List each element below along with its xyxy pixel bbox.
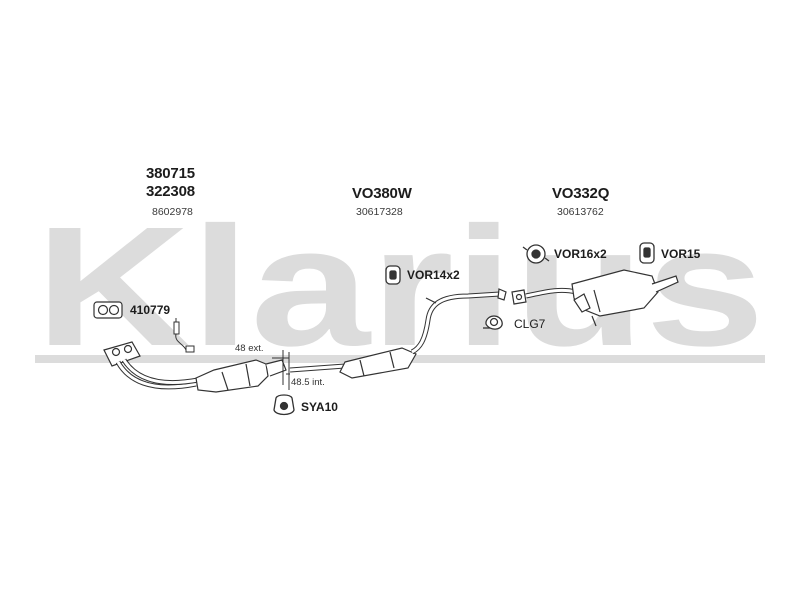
rubber-mount-icon: [522, 244, 550, 264]
middle-oe-number: 30617328: [356, 206, 403, 218]
gasket-icon: [93, 301, 123, 319]
front-part-number-2: 322308: [146, 183, 195, 200]
middle-part-number: VO380W: [352, 185, 412, 202]
joint-dimension-marks: [272, 350, 290, 390]
front-oe-number: 8602978: [152, 206, 193, 218]
hanger-16-code: VOR16x2: [554, 247, 607, 261]
dimension-external: 48 ext.: [235, 343, 264, 354]
hanger-14-code: VOR14x2: [407, 268, 460, 282]
clamp-icon: [483, 315, 503, 330]
lambda-sensor-icon: [173, 318, 195, 353]
mount-code: SYA10: [301, 400, 338, 414]
front-part-number-1: 380715: [146, 165, 195, 182]
clamp-code: CLG7: [514, 317, 546, 331]
mount-bracket-icon: [273, 394, 295, 416]
gasket-code: 410779: [130, 303, 171, 317]
catalytic-converter-icon: [195, 359, 287, 393]
hanger-15-code: VOR15: [661, 247, 701, 261]
rear-part-number: VO332Q: [552, 185, 610, 202]
rear-silencer-icon: [525, 269, 679, 327]
rubber-hanger-icon: [385, 265, 401, 285]
dimension-internal: 48.5 int.: [291, 377, 325, 388]
rear-oe-number: 30613762: [557, 206, 604, 218]
flange-icon: [511, 289, 527, 305]
centre-pipe-icon: [289, 288, 507, 379]
rubber-hanger-icon: [639, 242, 655, 264]
front-pipe-icon: [103, 341, 199, 390]
